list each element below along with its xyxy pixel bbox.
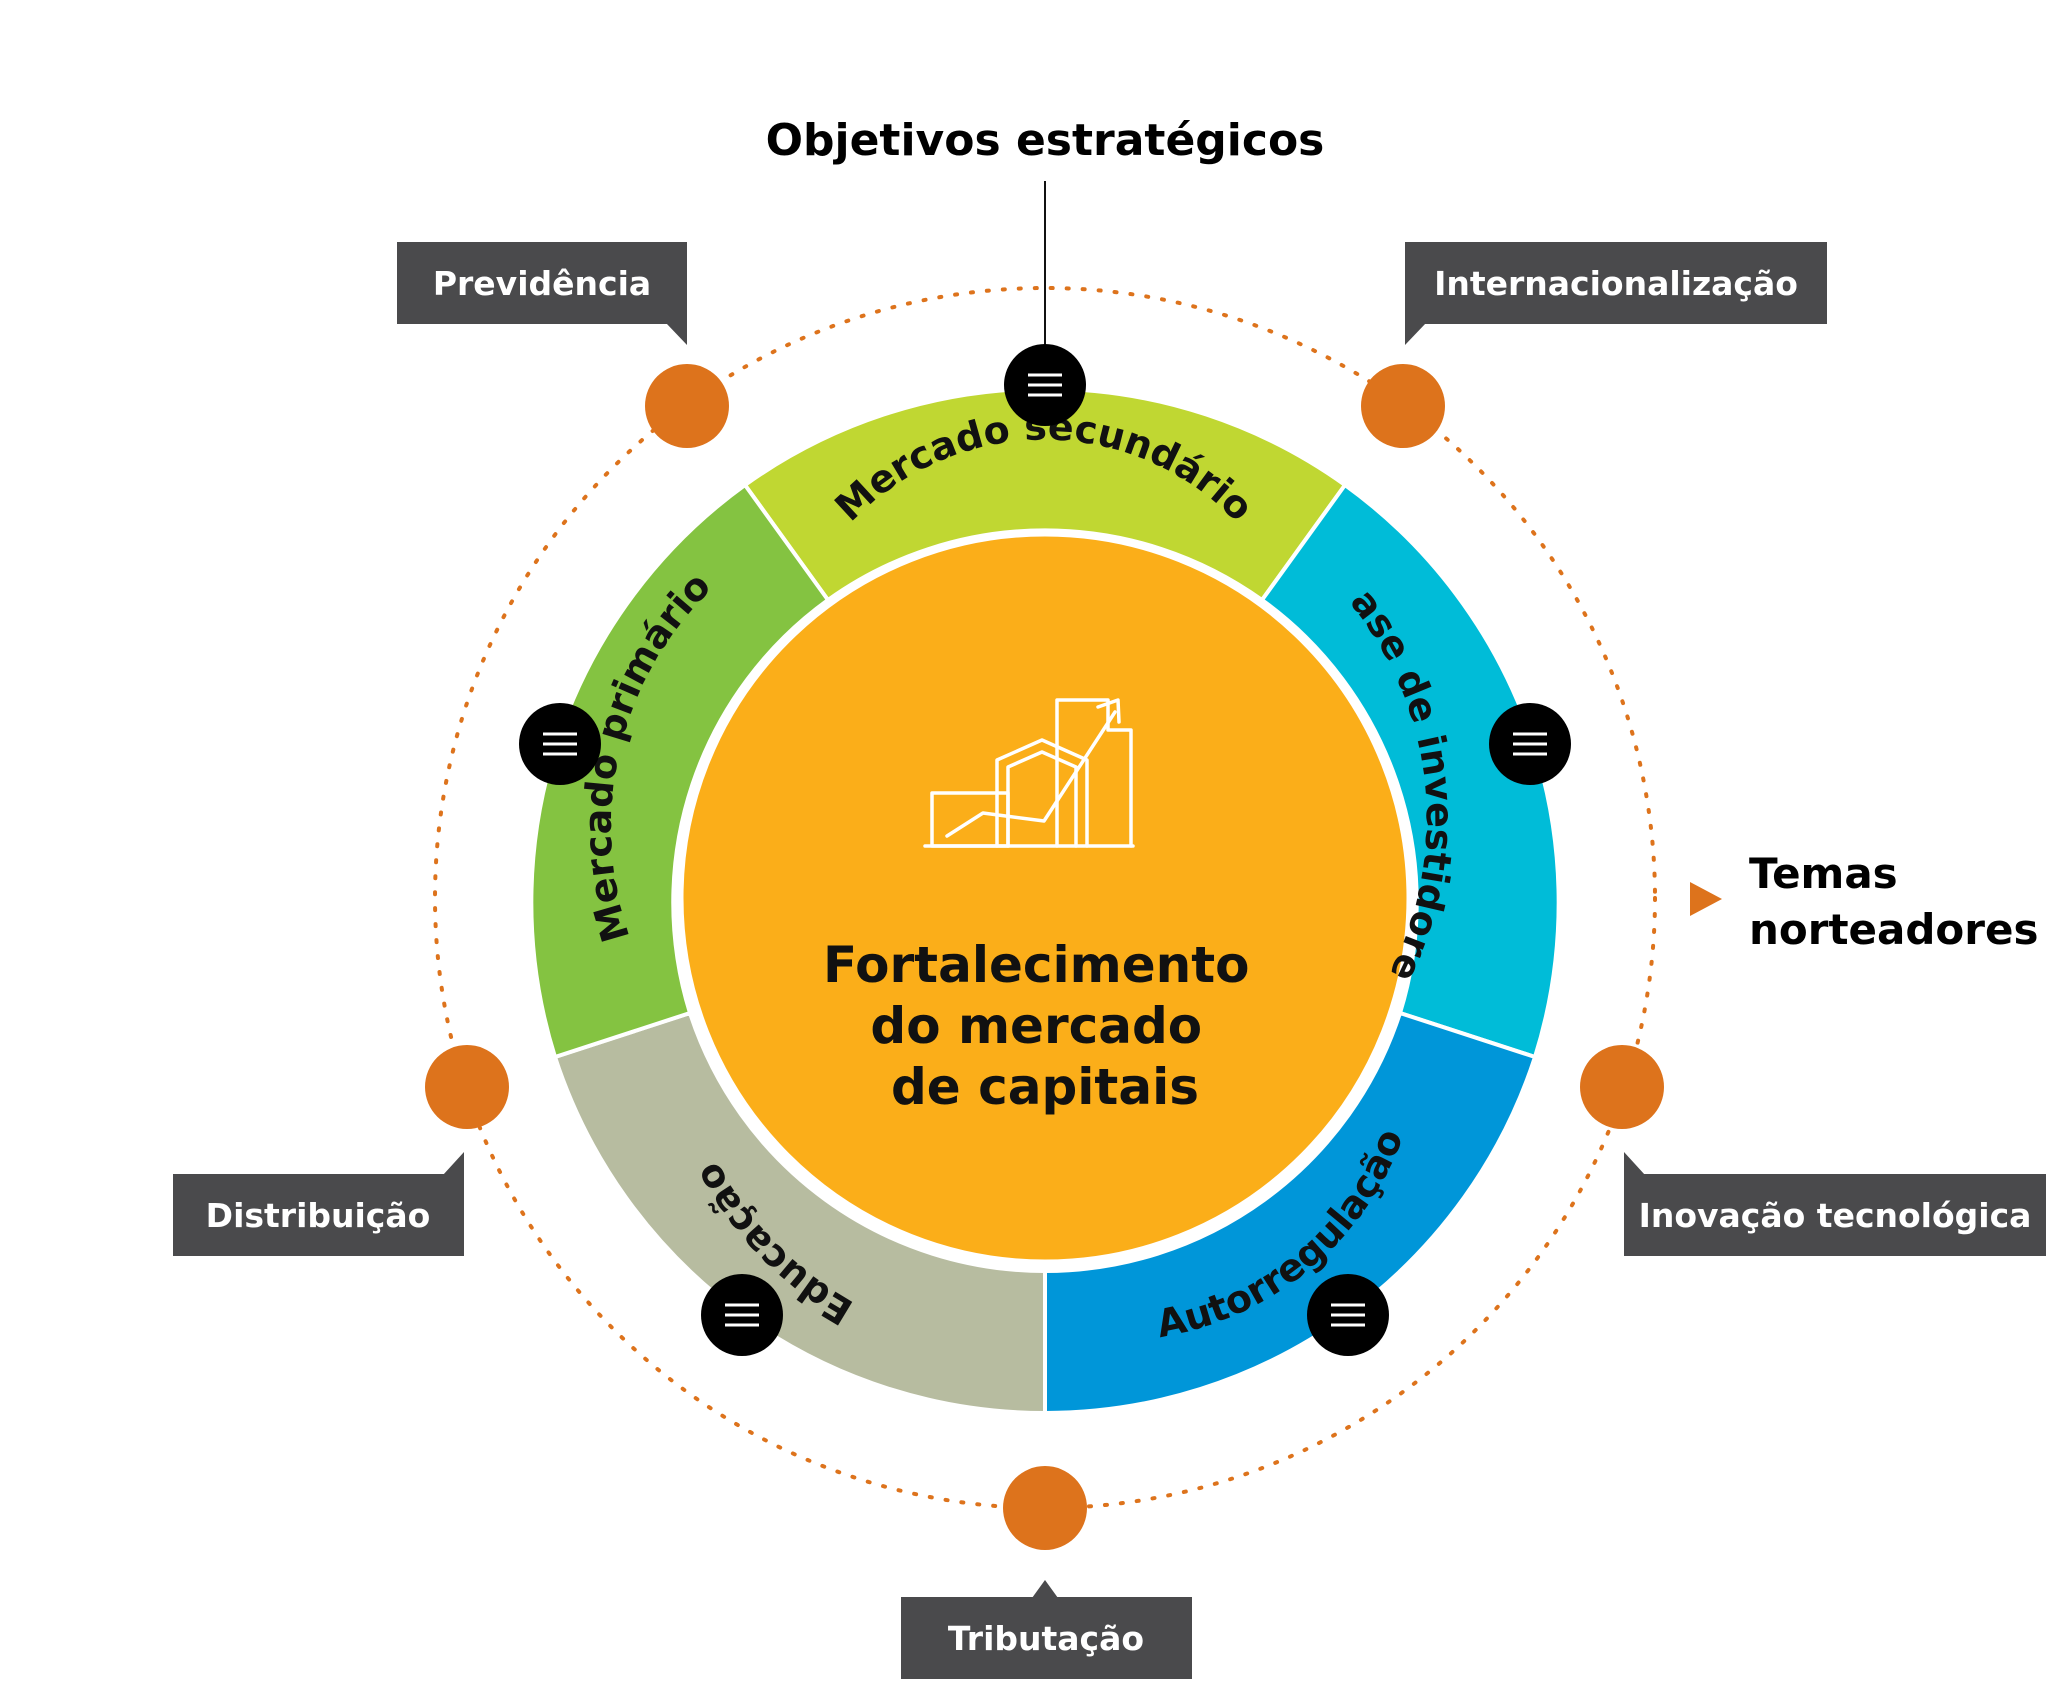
list-icon[interactable] [1307, 1274, 1389, 1356]
segment-educacao[interactable] [552, 1010, 1047, 1416]
center-title-line-3: de capitais [891, 1058, 1199, 1116]
segment-mercado-secundario[interactable] [742, 386, 1348, 603]
legend-line-1: Temas [1749, 849, 1898, 898]
diagram-title: Objetivos estratégicos [766, 115, 1325, 166]
growth-chart-icon [923, 698, 1135, 848]
theme-boxes: Previdência Internacionalização Inovação… [173, 242, 2046, 1679]
list-icon[interactable] [701, 1274, 783, 1356]
theme-label-previdencia: Previdência [433, 264, 651, 303]
objective-markers [519, 344, 1571, 1356]
theme-box-inovacao-tecnologica[interactable]: Inovação tecnológica [1624, 1152, 2046, 1256]
theme-label-tributacao: Tributação [948, 1619, 1144, 1658]
theme-box-distribuicao[interactable]: Distribuição [173, 1152, 464, 1256]
theme-dots [425, 364, 1664, 1550]
theme-label-distribuicao: Distribuição [206, 1196, 431, 1235]
legend-line-2: norteadores [1749, 905, 2039, 954]
theme-box-tributacao[interactable]: Tributação [901, 1580, 1192, 1679]
segment-base-de-investidores[interactable] [1259, 482, 1561, 1060]
objectives-ring [529, 386, 1561, 1416]
list-icon[interactable] [519, 703, 601, 785]
legend: Temas norteadores [1690, 849, 2039, 954]
triangle-right-icon [1690, 882, 1722, 916]
theme-dot-inovacao-tecnologica[interactable] [1580, 1045, 1664, 1129]
segment-mercado-primario[interactable] [529, 482, 831, 1060]
theme-box-internacionalizacao[interactable]: Internacionalização [1405, 242, 1827, 345]
center-title-line-1: Fortalecimento [823, 936, 1249, 994]
theme-label-internacionalizacao: Internacionalização [1434, 264, 1798, 303]
center-circle [678, 531, 1412, 1265]
theme-dot-internacionalizacao[interactable] [1361, 364, 1445, 448]
theme-label-inovacao-tecnologica: Inovação tecnológica [1639, 1196, 2032, 1235]
theme-dot-previdencia[interactable] [645, 364, 729, 448]
center-title-line-2: do mercado [870, 997, 1202, 1055]
legend-label: Temas norteadores [1749, 849, 2039, 954]
theme-dot-distribuicao[interactable] [425, 1045, 509, 1129]
list-icon[interactable] [1004, 344, 1086, 426]
theme-dot-tributacao[interactable] [1003, 1466, 1087, 1550]
list-icon[interactable] [1489, 703, 1571, 785]
center-title: Fortalecimento do mercado de capitais [823, 936, 1267, 1116]
theme-box-previdencia[interactable]: Previdência [397, 242, 687, 345]
segment-autorregulacao[interactable] [1043, 1010, 1538, 1416]
